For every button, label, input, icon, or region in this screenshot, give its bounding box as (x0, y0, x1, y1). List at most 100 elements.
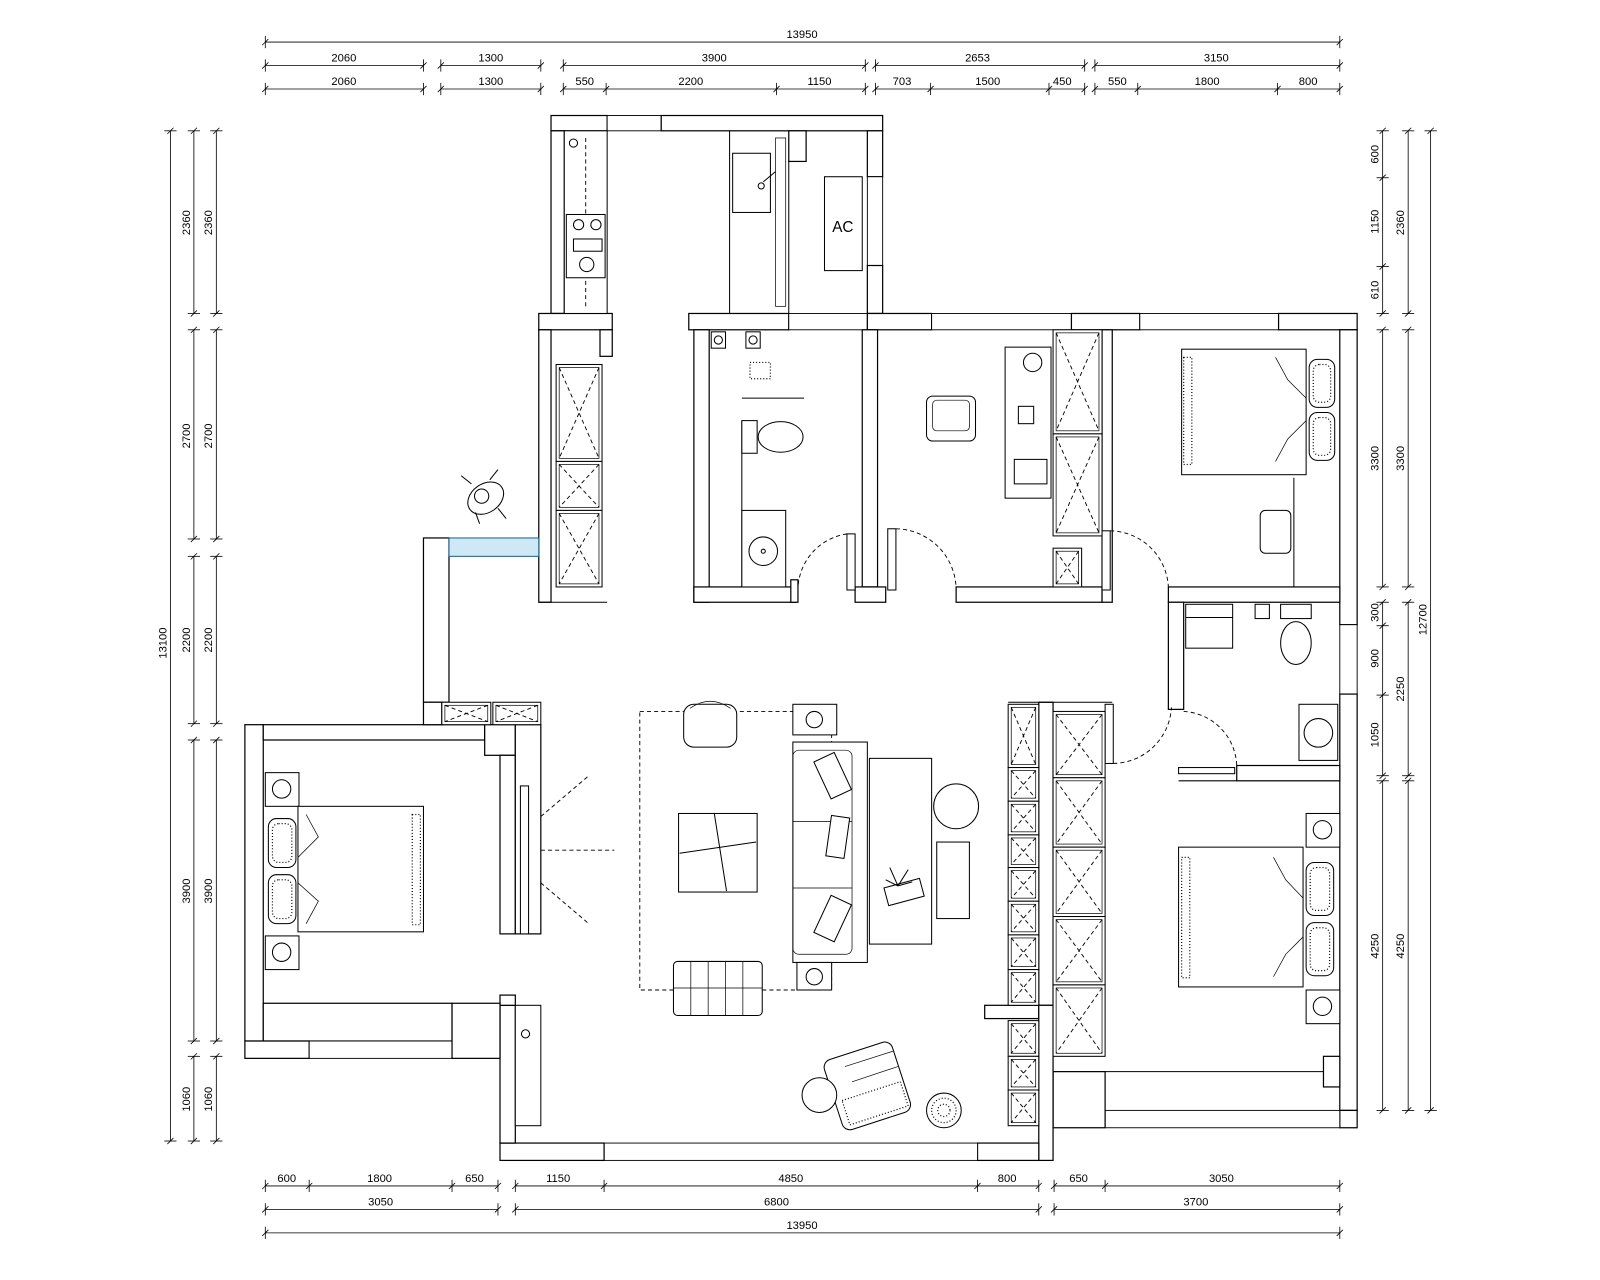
lounge-chair-part (841, 1080, 909, 1126)
dim-top-row2: 3900 (702, 52, 727, 64)
laundry-sink-part (732, 152, 771, 213)
walls-part (599, 329, 613, 357)
walls-part (308, 1040, 453, 1059)
cabinet-cross (1055, 987, 1103, 1054)
walls-part (244, 1040, 310, 1059)
dim-left-overall: 13100 (157, 627, 169, 658)
study-desk-part (1022, 352, 1043, 373)
dimension-tick (1035, 1182, 1043, 1190)
dimension-labels-left: 13100 2360 2700 2200 3900 1060 2360 2700… (157, 210, 215, 1111)
dim-top-row2: 3150 (1204, 52, 1229, 64)
cabinet-cross (1010, 1023, 1037, 1054)
doors-part (895, 528, 957, 591)
bathroom-fixtures-part (748, 335, 758, 345)
cabinet-cross (558, 513, 600, 585)
dim-right-inner: 1050 (1370, 722, 1382, 747)
dimension-tick (1379, 1107, 1387, 1114)
living-room-furniture-part (792, 749, 853, 955)
walls-part (1339, 693, 1358, 1112)
dimension-tick (559, 85, 567, 93)
potted-plant-part (937, 1103, 951, 1118)
dimension-tick (1404, 598, 1412, 606)
ac-unit: AC (823, 176, 863, 272)
dim-top-row3: 1150 (807, 76, 831, 88)
kitchen-counter-part (568, 138, 579, 148)
bed-left-part (297, 814, 319, 924)
tv-wall-part (540, 775, 590, 817)
cabinet-panel-inner (1055, 987, 1103, 1054)
cabinet-panel-inner (558, 513, 600, 585)
tv-wall-part (540, 882, 590, 925)
cabinet-panel-inner (1010, 706, 1037, 765)
cabinet-cross (558, 367, 600, 459)
dimension-tick (1427, 1107, 1434, 1114)
living-room-furniture-part (683, 703, 738, 748)
ac-unit-part (823, 176, 863, 272)
dimension-tick (872, 62, 879, 69)
living-room-furniture-part (672, 960, 763, 1017)
lounge-chair (801, 1041, 912, 1131)
person-figure (460, 469, 507, 524)
bathroom-fixtures-part (713, 335, 723, 345)
dimension-tick (1427, 127, 1434, 135)
dimension-tick (1404, 583, 1412, 591)
dimension-tick (1091, 62, 1099, 69)
lounge-chair-part (823, 1041, 912, 1131)
dim-top-row3: 550 (575, 76, 594, 88)
dim-top-row2: 2653 (965, 52, 990, 64)
cabinet-panel (555, 509, 603, 588)
dimension-tick (1404, 326, 1412, 334)
bed-left (264, 772, 424, 971)
doors-part (1183, 710, 1238, 768)
dimension-tick (190, 127, 198, 135)
dim-bottom-row1: 800 (998, 1173, 1017, 1185)
cabinet-panel (555, 363, 603, 462)
dimension-tick (1404, 127, 1412, 135)
dimension-tick (1404, 777, 1412, 785)
dim-bottom-row1: 650 (1069, 1173, 1088, 1185)
cabinet-cross (1010, 1092, 1037, 1123)
living-room-furniture-part (936, 841, 970, 920)
walls-part (262, 1002, 453, 1042)
living-room-furniture-part (933, 783, 980, 830)
walls-part (1038, 701, 1054, 1006)
dimension-tick (212, 1052, 220, 1060)
dimension-tick (190, 1137, 198, 1145)
dim-right-mid: 3300 (1395, 446, 1407, 471)
dimension-tick (1081, 62, 1089, 69)
dimension-tick (861, 85, 869, 93)
cabinet-cross (1055, 436, 1100, 534)
dimension-tick (1336, 1182, 1344, 1190)
dim-right-inner: 600 (1370, 145, 1382, 164)
dim-top-row2: 2060 (331, 52, 356, 64)
dimension-tick (212, 310, 220, 317)
dimension-tick (1379, 777, 1387, 785)
cabinet-panel-inner (1010, 1092, 1037, 1124)
bed-top-right-part (1181, 348, 1307, 476)
dimension-tick (1091, 85, 1099, 93)
person-figure-part (460, 469, 507, 524)
closet-small-part (514, 1004, 542, 1127)
dimension-tick (1379, 583, 1387, 591)
walls (244, 114, 1358, 1162)
dimension-tick (1404, 772, 1412, 780)
bed-lower-right (1178, 812, 1341, 1025)
dim-left-col1: 2200 (181, 628, 193, 653)
kitchen-counter-part (590, 219, 602, 231)
study-desk (926, 346, 1052, 499)
bed-lower-right-part (1312, 996, 1333, 1017)
cabinet-cross (558, 464, 600, 508)
walls-part (976, 1142, 1040, 1162)
plant-on-table-part (883, 877, 925, 907)
dimension-tick (1336, 85, 1344, 93)
dim-left-col1: 2360 (181, 210, 193, 235)
bed-lower-right-part (1178, 846, 1304, 988)
walls-part (422, 701, 443, 726)
dim-top-row3: 1800 (1195, 76, 1220, 88)
dim-left-col1: 1060 (181, 1087, 193, 1112)
dimension-tick (1336, 62, 1344, 69)
living-room-furniture-part (679, 813, 757, 892)
dimension-tick (305, 1182, 313, 1190)
bed-lower-right-part (1273, 857, 1304, 977)
cabinet-panel-inner (1010, 770, 1037, 799)
